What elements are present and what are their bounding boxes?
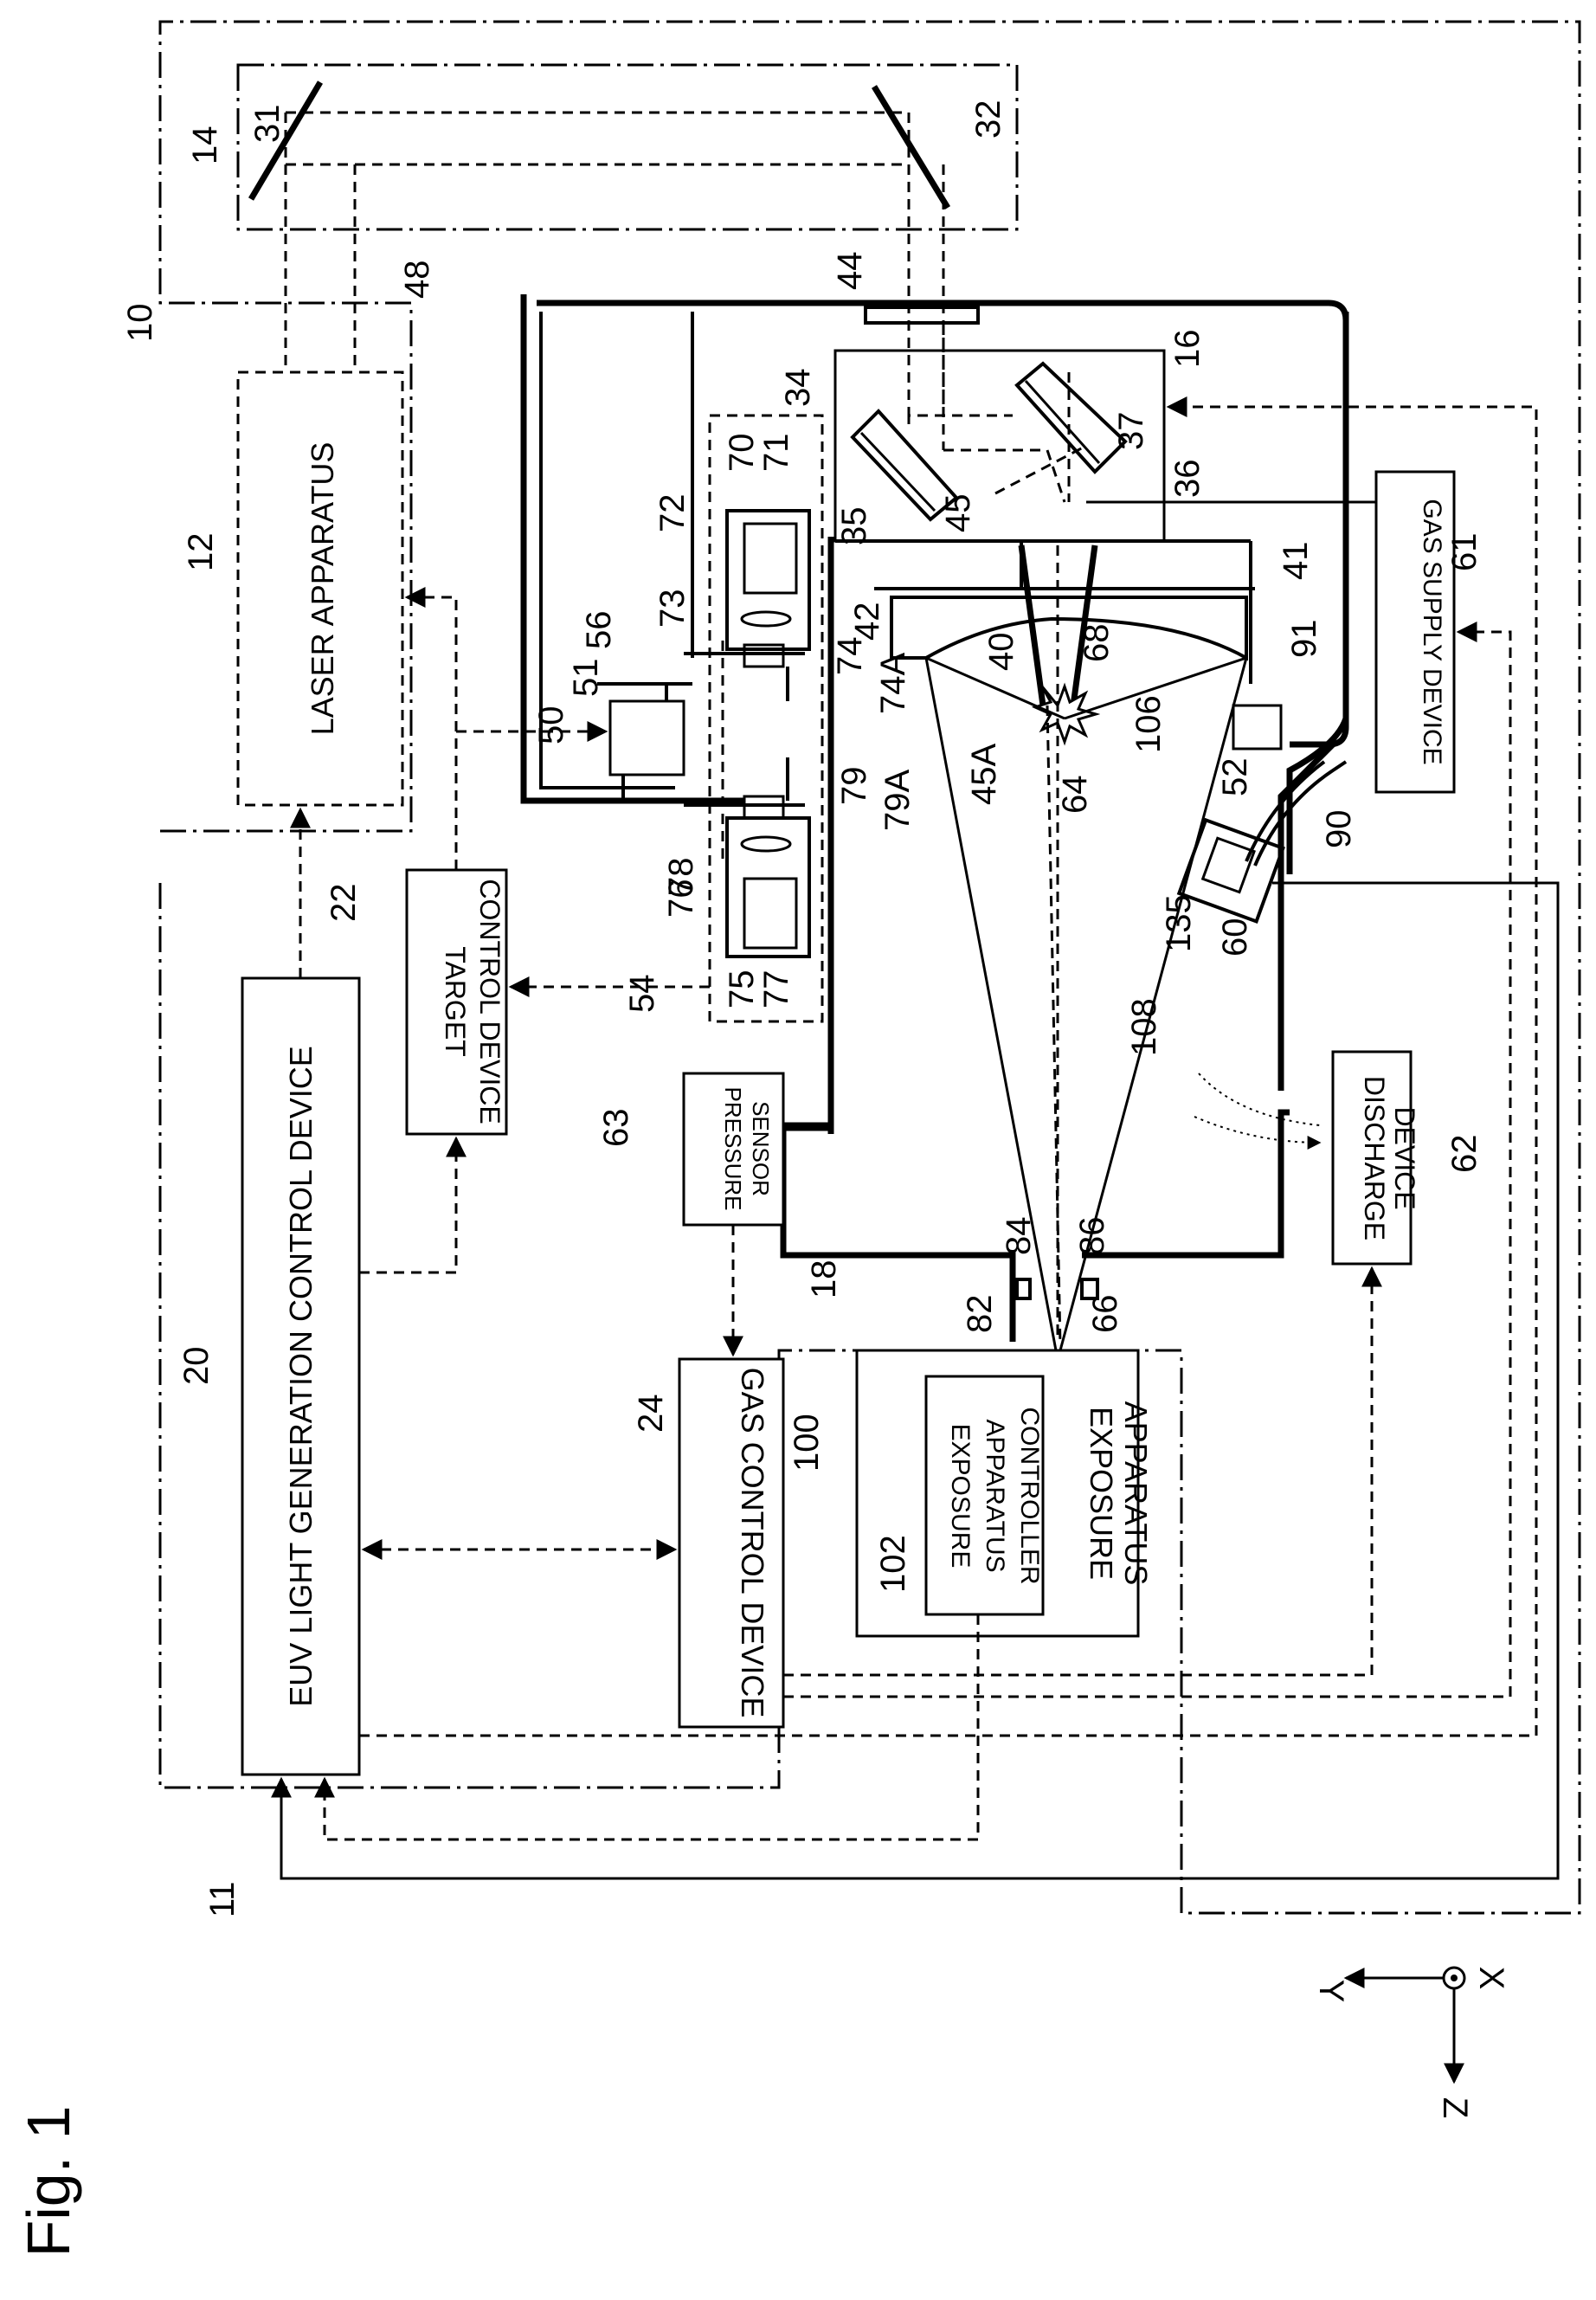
ref-72: 72 <box>653 494 692 533</box>
window-78 <box>744 796 783 818</box>
laser-apparatus-label: LASER APPARATUS <box>305 442 340 736</box>
exposure-controller-label-2: APPARATUS <box>981 1419 1009 1572</box>
ref-77: 77 <box>757 970 795 1009</box>
figure-title: Fig. 1 <box>15 2105 82 2257</box>
ref-11: 11 <box>203 1881 241 1917</box>
ref-78: 78 <box>662 858 700 897</box>
ref-50: 50 <box>532 706 570 745</box>
ref-68: 68 <box>1078 624 1116 663</box>
pressure-sensor-label-2: SENSOR <box>748 1101 774 1196</box>
light-source-77 <box>744 879 796 948</box>
collector-mirror-40 <box>891 597 1246 658</box>
chamber-body-right <box>1290 312 1346 874</box>
axis-y-label: Y <box>1312 1980 1350 2003</box>
ref-45: 45 <box>939 494 977 533</box>
ref-62: 62 <box>1445 1135 1483 1174</box>
ref-75: 75 <box>723 970 761 1009</box>
gas-supply-label: GAS SUPPLY DEVICE <box>1418 499 1446 764</box>
ref-20: 20 <box>177 1347 216 1386</box>
ref-60: 60 <box>1216 918 1254 957</box>
lens-72 <box>742 612 790 626</box>
signal-euv-target <box>359 1138 456 1272</box>
ref-48: 48 <box>398 261 436 300</box>
ref-24: 24 <box>632 1395 670 1433</box>
ref-36: 36 <box>1168 460 1207 499</box>
catch-52 <box>1233 705 1281 749</box>
sensor-71 <box>744 524 796 593</box>
ref-135: 135 <box>1160 894 1198 952</box>
ref-31: 31 <box>248 105 286 144</box>
signal-target-laser <box>407 597 456 731</box>
euv-control-label: EUV LIGHT GENERATION CONTROL DEVICE <box>283 1046 319 1706</box>
ref-73: 73 <box>653 589 692 628</box>
ref-18: 18 <box>805 1260 843 1299</box>
ref-42: 42 <box>848 602 886 641</box>
discharge-label-2: DEVICE <box>1389 1106 1420 1209</box>
ref-66: 66 <box>1086 1295 1124 1334</box>
target-generator-51 <box>610 701 684 775</box>
exhaust-flow <box>1194 1073 1320 1143</box>
lens-76 <box>742 837 790 851</box>
axis-indicator: Y X Z <box>1312 1967 1510 2119</box>
mirror-37 <box>1017 364 1125 472</box>
ref-82: 82 <box>961 1295 999 1334</box>
ref-44: 44 <box>831 252 869 291</box>
ref-79: 79 <box>835 767 873 806</box>
pressure-sensor-label-1: PRESSURE <box>720 1086 746 1210</box>
beam-axis <box>1047 545 1060 1346</box>
ref-74A: 74A <box>874 653 912 714</box>
exposure-controller-label-1: EXPOSURE <box>946 1424 975 1569</box>
ref-41: 41 <box>1277 542 1315 581</box>
ref-51: 51 <box>567 659 605 698</box>
port-74-79 <box>684 654 805 805</box>
ref-56: 56 <box>580 611 618 650</box>
ref-86: 86 <box>1073 1217 1111 1256</box>
ref-90: 90 <box>1320 810 1358 849</box>
exposure-apparatus-label-1: EXPOSURE <box>1084 1407 1119 1580</box>
ref-91: 91 <box>1285 620 1323 659</box>
ref-12: 12 <box>182 533 220 572</box>
ref-22: 22 <box>325 884 363 923</box>
ref-34: 34 <box>779 369 817 408</box>
ref-84: 84 <box>1000 1217 1038 1256</box>
ref-106: 106 <box>1129 695 1168 753</box>
ref-108: 108 <box>1125 998 1163 1056</box>
gas-control-label: GAS CONTROL DEVICE <box>735 1368 770 1718</box>
ref-79A: 79A <box>878 770 917 831</box>
ref-10: 10 <box>121 304 159 343</box>
ref-40: 40 <box>982 633 1020 672</box>
exposure-apparatus-label-2: APPARATUS <box>1118 1401 1154 1586</box>
target-control-label-1: TARGET <box>440 946 471 1056</box>
ref-61: 61 <box>1445 533 1483 572</box>
ref-74: 74 <box>831 637 869 676</box>
ref-64: 64 <box>1056 776 1094 815</box>
ref-37: 37 <box>1112 412 1150 451</box>
window-44 <box>866 307 978 323</box>
ref-35: 35 <box>835 507 873 546</box>
axis-z-label: Z <box>1436 2097 1474 2118</box>
ref-71: 71 <box>757 434 795 473</box>
discharge-label-1: DISCHARGE <box>1359 1076 1390 1240</box>
ref-52: 52 <box>1216 758 1254 797</box>
ref-63: 63 <box>597 1109 635 1148</box>
target-control-label-2: CONTROL DEVICE <box>474 879 505 1124</box>
ref-16: 16 <box>1168 330 1207 369</box>
ref-70: 70 <box>723 434 761 473</box>
axis-x-label: X <box>1472 1967 1510 1990</box>
ref-32: 32 <box>969 100 1007 139</box>
exposure-controller-label-3: CONTROLLER <box>1015 1407 1044 1584</box>
signal-controller-euv <box>325 1614 978 1839</box>
ref-100: 100 <box>788 1414 826 1472</box>
ref-45A: 45A <box>965 744 1003 805</box>
ref-102: 102 <box>874 1535 912 1593</box>
ref-14: 14 <box>186 126 224 165</box>
ref-54: 54 <box>623 975 661 1014</box>
mirror-32 <box>874 87 948 208</box>
